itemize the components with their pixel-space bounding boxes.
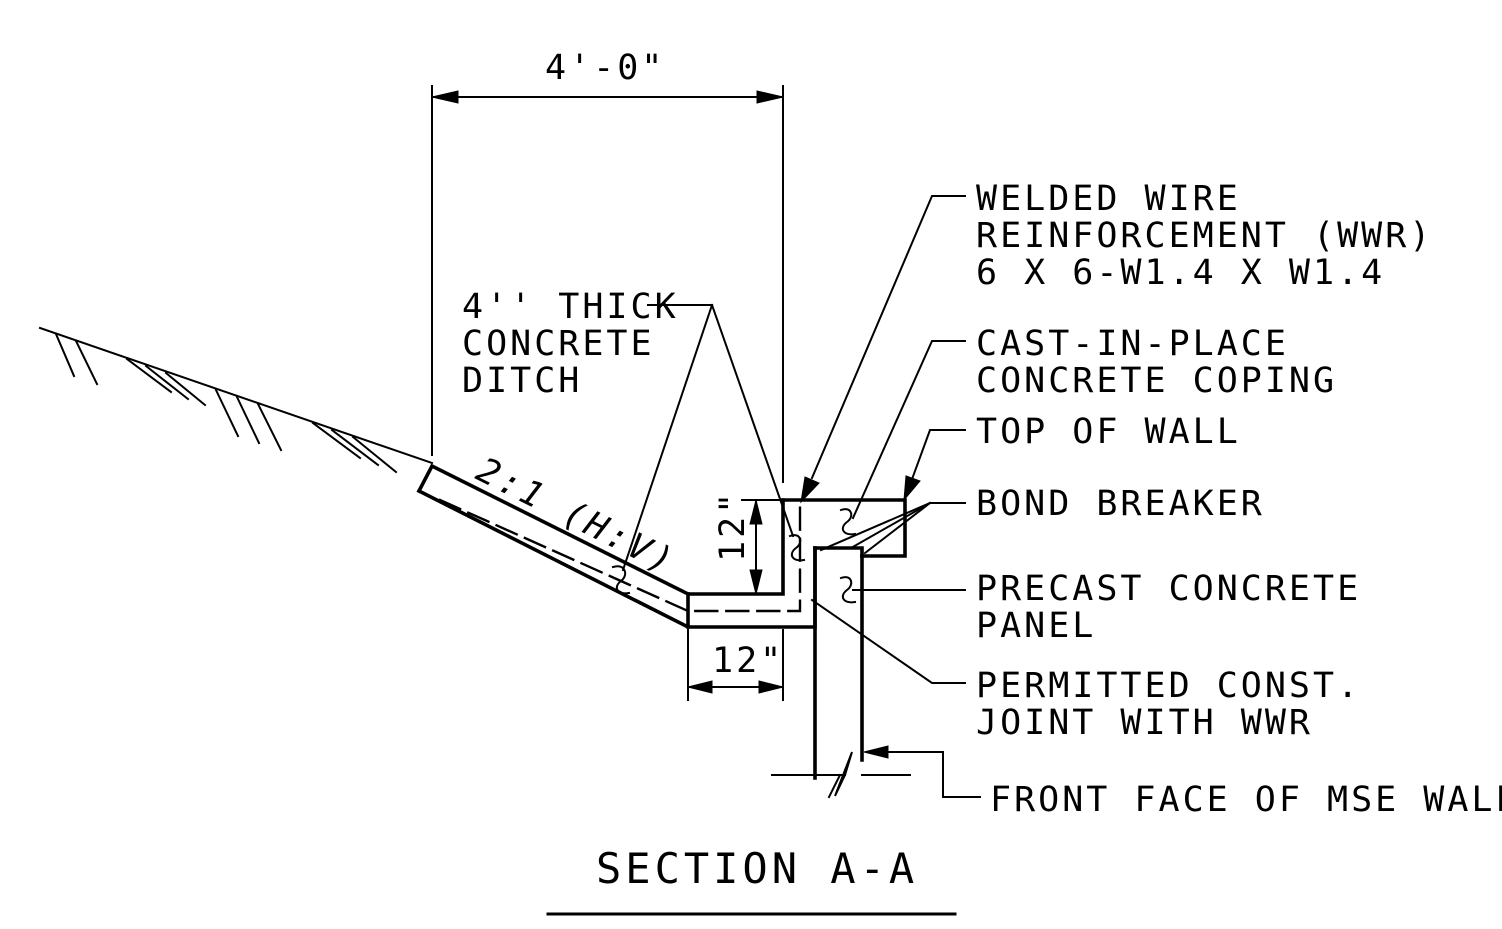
section-title: SECTION A-A: [546, 844, 957, 916]
leader-panel: PRECAST CONCRETE PANEL: [852, 569, 1361, 646]
concrete-coping: [781, 498, 907, 558]
joint-label-line1: PERMITTED CONST.: [976, 666, 1361, 706]
leader-ditch: 4'' THICK CONCRETE DITCH: [462, 287, 795, 572]
dimension-top-width-label: 4'-0": [545, 48, 665, 88]
ground-slope: [38, 326, 434, 474]
leader-top-of-wall: TOP OF WALL: [903, 412, 1241, 502]
ground-hatching: [54, 332, 398, 474]
panel-label-line1: PRECAST CONCRETE: [976, 569, 1361, 609]
leader-coping: CAST-IN-PLACE CONCRETE COPING: [851, 324, 1337, 520]
precast-panel: [813, 546, 864, 780]
dimension-ditch-height: 12": [713, 490, 784, 595]
ditch-label-line1: 4'' THICK: [462, 287, 679, 327]
leader-bond-breaker: BOND BREAKER: [819, 484, 1265, 555]
leader-joint: PERMITTED CONST. JOINT WITH WWR: [810, 598, 1361, 743]
dimension-ditch-bottom: 12": [687, 629, 784, 701]
ditch-label-line2: CONCRETE: [462, 324, 655, 364]
wwr-label-line2: REINFORCEMENT (WWR): [976, 216, 1433, 256]
dimension-ditch-bottom-label: 12": [712, 641, 784, 681]
section-title-text: SECTION A-A: [596, 844, 918, 893]
wwr-dashed-line: [438, 498, 802, 613]
break-line: [771, 751, 911, 799]
joint-label-line2: JOINT WITH WWR: [976, 703, 1313, 743]
coping-label-line1: CAST-IN-PLACE: [976, 324, 1289, 364]
coping-label-line2: CONCRETE COPING: [976, 361, 1337, 401]
leader-wwr: WELDED WIRE REINFORCEMENT (WWR) 6 X 6-W1…: [800, 179, 1433, 504]
dimension-top-width: 4'-0": [431, 48, 784, 483]
slope-label: 2:1 (H:V): [470, 450, 682, 583]
wwr-label-line3: 6 X 6-W1.4 X W1.4: [976, 253, 1385, 293]
wwr-label-line1: WELDED WIRE: [976, 179, 1241, 219]
top-of-wall-label: TOP OF WALL: [976, 412, 1241, 452]
panel-label-line2: PANEL: [976, 606, 1096, 646]
bond-breaker-label: BOND BREAKER: [976, 484, 1265, 524]
ditch-label-line3: DITCH: [462, 361, 582, 401]
leader-front-face: FRONT FACE OF MSE WALL: [863, 745, 1502, 820]
dimension-ditch-height-label: 12": [713, 490, 753, 562]
material-symbols: [611, 508, 857, 604]
front-face-label: FRONT FACE OF MSE WALL: [990, 780, 1502, 820]
